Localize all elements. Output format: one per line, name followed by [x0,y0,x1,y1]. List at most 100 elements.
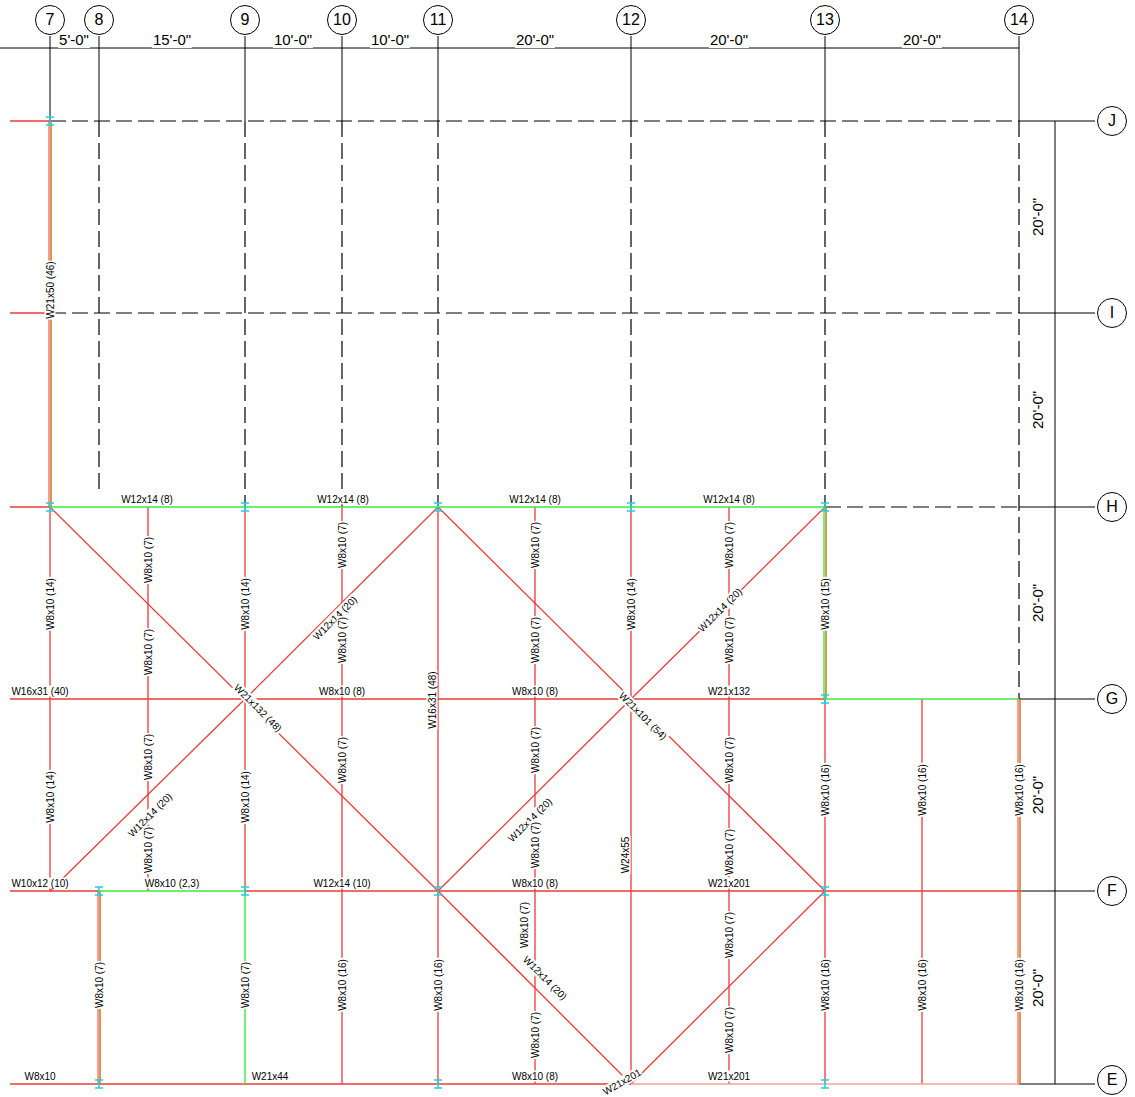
grid-id: 11 [430,11,447,29]
member-size: W8x10 (14) [240,577,251,631]
grid-bubble: 10 [327,5,357,35]
member-size: W8x10 (7) [724,616,735,664]
member-size: W8x10 (16) [917,958,928,1012]
member-size: W8x10 (16) [820,958,831,1012]
grid-bubble: F [1097,876,1127,906]
member-size: W8x10 (8) [511,686,559,697]
dimension-text: 10'-0" [370,32,410,48]
grid-id: 13 [816,11,834,29]
member-size: W12x14 (8) [316,494,370,505]
grid-bubble: H [1097,492,1127,522]
member-size: W8x10 (7) [530,521,541,569]
grid-bubble: G [1097,684,1127,714]
grid-bubble: 11 [423,5,453,35]
member-size: W12x14 (20) [520,953,570,1003]
member-size: W8x10 (7) [337,736,348,784]
dimension-text: 20'-0" [515,32,555,48]
grid-id: 9 [241,11,250,29]
member-size: W8x10 (14) [45,770,56,824]
member-size: W8x10 (14) [626,577,637,631]
member-size: W8x10 (7) [143,536,154,584]
grid-id: I [1110,304,1114,322]
grid-id: H [1106,498,1118,516]
dimension-text: 20'-0" [1030,775,1046,815]
member-size: W21x132 [707,686,751,697]
member-size: W8x10 [23,1071,56,1082]
member-size: W8x10 (7) [143,733,154,781]
member-size: W12x14 (8) [702,494,756,505]
member-size: W8x10 (16) [433,958,444,1012]
dimension-text: 20'-0" [1030,390,1046,430]
member-size: W8x10 (16) [337,958,348,1012]
member-size: W12x14 (20) [695,585,745,635]
steel-members-orange [51,121,1020,1084]
member-size: W8x10 (8) [511,1071,559,1082]
grid-bubble: 7 [35,5,65,35]
member-size: W8x10 (7) [240,961,251,1009]
member-size: W8x10 (15) [820,577,831,631]
dimension-text: 20'-0" [1030,583,1046,623]
dimension-text: 20'-0" [1030,197,1046,237]
dimension-text: 5'-0" [58,32,90,48]
member-size: W8x10 (7) [337,521,348,569]
dimension-text: 10'-0" [273,32,313,48]
member-size: W8x10 (7) [143,628,154,676]
grid-id: G [1106,690,1118,708]
dimension-lines [0,36,1095,1084]
member-size: W21x201 [707,878,751,889]
column-markers [46,117,829,1088]
member-size: W8x10 (7) [519,901,530,949]
grid-id: 14 [1010,11,1028,29]
member-size: W8x10 (7) [724,828,735,876]
member-size: W8x10 (7) [724,911,735,959]
steel-members-green [50,507,1019,1084]
dimension-text: 20'-0" [1030,968,1046,1008]
grid-id: 10 [333,11,351,29]
steel-members-red [49,121,1018,1084]
member-size: W16x31 (40) [10,686,69,697]
member-size: W8x10 (7) [337,616,348,664]
member-size: W8x10 (7) [94,961,105,1009]
member-size: W8x10 (7) [143,826,154,874]
grid-bubble: 9 [230,5,260,35]
member-size: W8x10 (8) [511,878,559,889]
grid-bubble: I [1097,298,1127,328]
member-size: W8x10 (8) [318,686,366,697]
member-size: W8x10 (7) [530,1011,541,1059]
member-size: W8x10 (7) [724,521,735,569]
member-size: W21x101 (54) [616,689,670,743]
member-size: W8x10 (7) [530,726,541,774]
member-size: W21x44 [251,1071,290,1082]
dimension-text: 20'-0" [902,32,942,48]
member-size: W21x201 [707,1071,751,1082]
steel-members [10,121,1019,1084]
dimension-text: 15'-0" [152,32,192,48]
grid-bubble: 8 [84,5,114,35]
grid-id: 7 [46,11,55,29]
grid-id: 8 [95,11,104,29]
member-size: W21x132 (48) [231,681,285,735]
member-size: W12x14 (8) [508,494,562,505]
grid-bubble: 12 [616,5,646,35]
grid-id: 12 [622,11,640,29]
grid-bubble: E [1097,1065,1127,1095]
member-size: W8x10 (16) [1014,763,1025,817]
member-size: W21x50 (46) [45,260,56,319]
grid-id: F [1107,882,1117,900]
member-size: W8x10 (16) [820,763,831,817]
grid-id: J [1108,112,1116,130]
member-size: W12x14 (20) [310,593,360,643]
member-size: W8x10 (7) [530,821,541,869]
member-size: W8x10 (7) [724,1006,735,1054]
dimension-text: 20'-0" [709,32,749,48]
member-size: W8x10 (16) [917,763,928,817]
member-size: W24x55 [620,836,631,875]
member-size: W8x10 (14) [240,770,251,824]
grid-id: E [1107,1071,1118,1089]
member-size: W8x10 (16) [1014,958,1025,1012]
member-size: W10x12 (10) [10,878,69,889]
grid-bubble: 13 [810,5,840,35]
member-size: W8x10 (2,3) [144,878,200,889]
